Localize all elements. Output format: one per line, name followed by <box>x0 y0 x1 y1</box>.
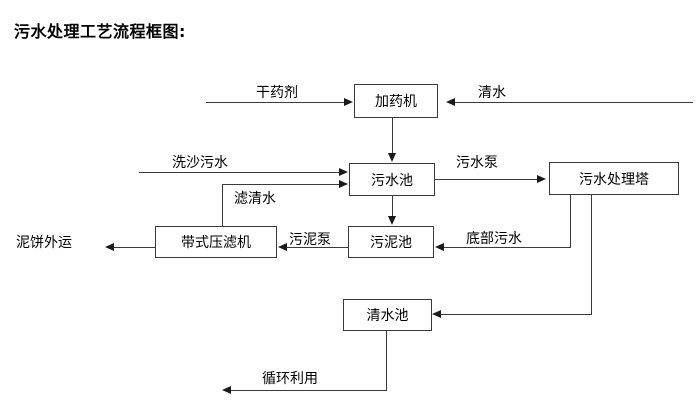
arrowhead-left-icon <box>105 242 114 251</box>
edge-label-bottom-wastewater: 底部污水 <box>466 231 522 247</box>
edge-treatment-tower-to-clearwater-pool-riser <box>591 195 592 315</box>
edge-label-wastewater-pump: 污水泵 <box>456 155 498 171</box>
node-label-wastewater-pool: 污水池 <box>371 172 413 189</box>
node-label-dosing-machine: 加药机 <box>375 94 417 110</box>
arrowhead-right-icon <box>339 167 348 176</box>
node-dosing-machine[interactable]: 加药机 <box>354 84 438 118</box>
edge-wastewater-pool-to-treatment-tower <box>435 179 539 180</box>
arrowhead-left-icon <box>435 242 444 251</box>
node-label-treatment-tower: 污水处理塔 <box>579 171 649 188</box>
edge-label-filtered-clear-water: 滤清水 <box>234 191 276 207</box>
edge-filtered-clear-water-riser <box>222 184 223 226</box>
edge-sludge-pool-to-belt-filter-press <box>287 247 348 248</box>
arrowhead-left-icon <box>222 385 231 394</box>
node-label-sludge-pool: 污泥池 <box>370 235 412 251</box>
terminal-label-sand-wash-wastewater: 洗沙污水 <box>172 155 228 171</box>
arrowhead-down-icon <box>387 216 396 225</box>
terminal-label-clean-water: 清水 <box>478 85 506 101</box>
arrowhead-left-icon <box>278 242 287 251</box>
arrowhead-right-icon <box>344 97 353 106</box>
terminal-label-mud-cake-out: 泥饼外运 <box>16 235 72 251</box>
node-treatment-tower[interactable]: 污水处理塔 <box>549 162 679 195</box>
edge-bottom-wastewater-to-sludge-pool <box>444 247 571 248</box>
arrowhead-left-icon <box>446 97 455 106</box>
edge-belt-filter-press-to-mud-cake-out <box>114 247 156 248</box>
edge-dosing-machine-to-wastewater-pool <box>392 118 393 154</box>
node-label-clearwater-pool: 清水池 <box>366 308 409 324</box>
node-label-belt-filter-press: 带式压滤机 <box>181 235 251 251</box>
edge-clean-water-to-dosing-machine <box>455 102 693 103</box>
node-sludge-pool[interactable]: 污泥池 <box>348 226 434 258</box>
node-wastewater-pool[interactable]: 污水池 <box>349 163 435 196</box>
arrowhead-down-icon <box>387 153 396 162</box>
edge-filtered-clear-water-to-wastewater-pool <box>222 184 341 185</box>
page-title: 污水处理工艺流程框图: <box>14 22 186 41</box>
arrowhead-right-icon <box>537 174 546 183</box>
edge-clearwater-pool-to-recycle-reuse <box>231 390 387 391</box>
edge-recycle-reuse-riser <box>386 331 387 390</box>
arrowhead-left-icon <box>432 309 441 318</box>
edge-sand-wash-wastewater-to-wastewater-pool <box>139 172 341 173</box>
edge-bottom-wastewater-riser <box>570 195 571 247</box>
edge-wastewater-pool-to-sludge-pool <box>392 196 393 217</box>
arrowhead-right-icon <box>339 179 348 188</box>
edge-treatment-tower-to-clearwater-pool <box>441 314 592 315</box>
terminal-label-dry-chemical: 干药剂 <box>256 85 298 101</box>
terminal-label-recycle-reuse: 循环利用 <box>262 371 318 387</box>
node-clearwater-pool[interactable]: 清水池 <box>343 299 432 331</box>
edge-dry-chemical-to-dosing-machine <box>206 102 346 103</box>
node-belt-filter-press[interactable]: 带式压滤机 <box>155 226 277 258</box>
edge-label-sludge-pump: 污泥泵 <box>289 232 331 248</box>
